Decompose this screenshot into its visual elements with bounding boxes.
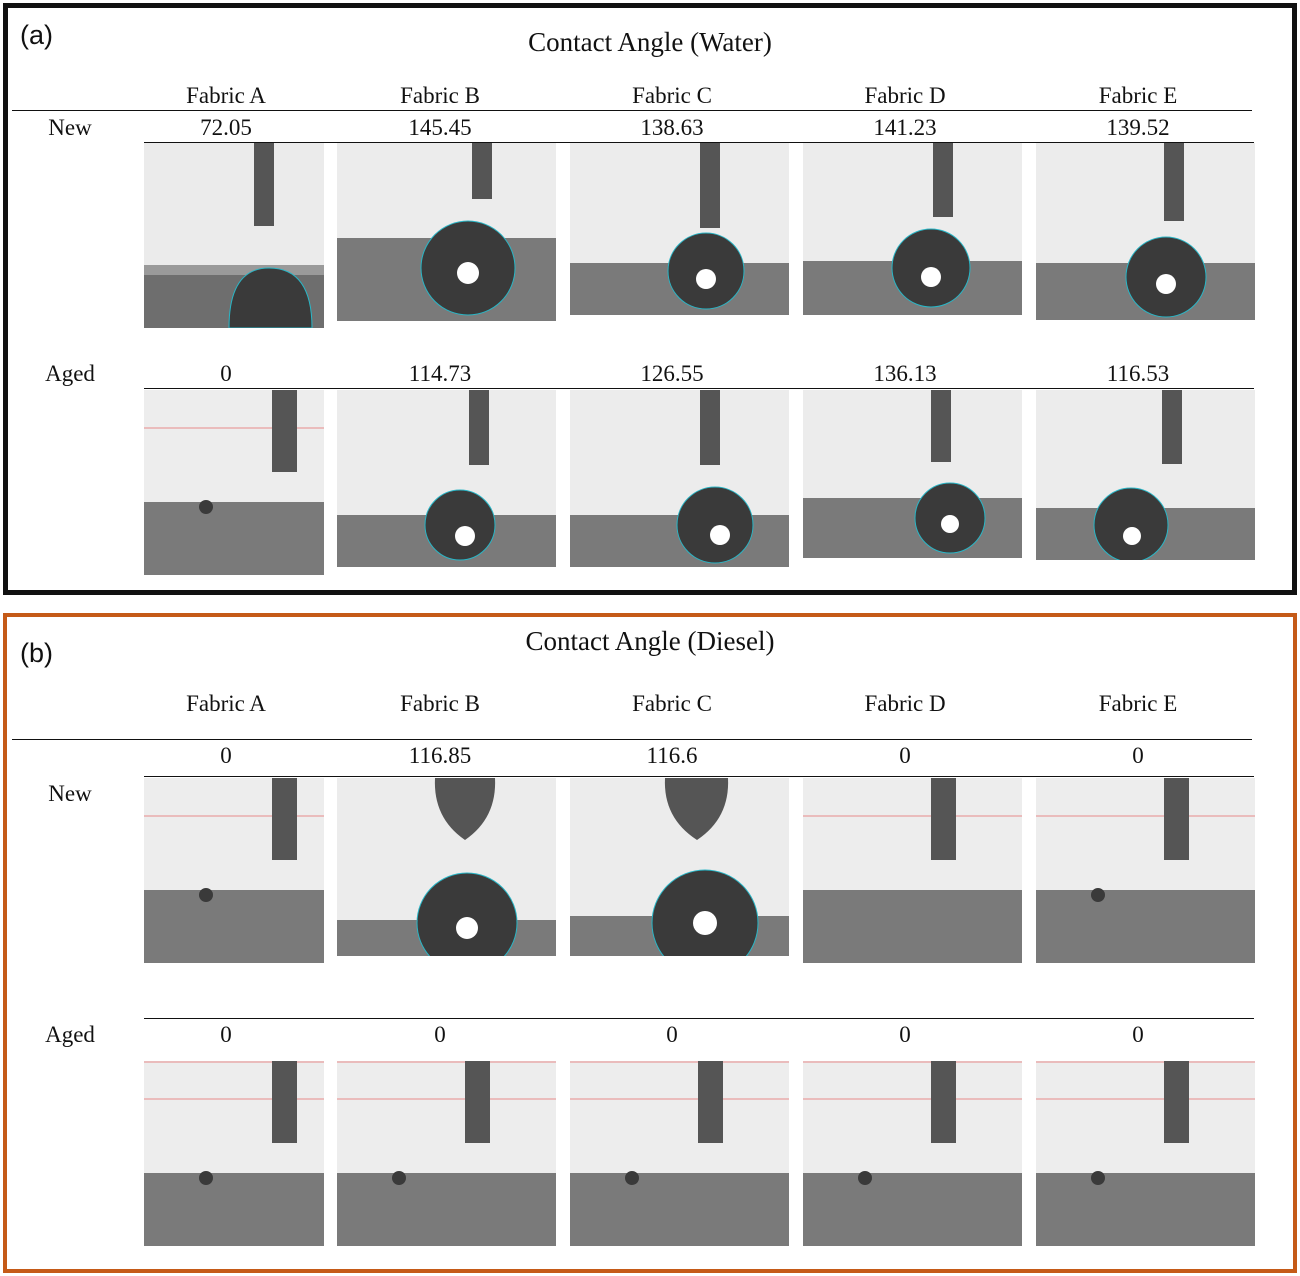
row-label-new: New: [48, 781, 92, 806]
value-aged-e: 0: [1132, 1022, 1144, 1047]
value-new-b: 116.85: [408, 743, 472, 768]
divider: [144, 388, 1254, 389]
value-aged-c: 0: [666, 1022, 678, 1047]
col-fabric-d: Fabric D: [864, 83, 946, 108]
droplet-image-water-aged-b: [337, 390, 556, 567]
value-aged-d: 136.13: [873, 361, 937, 386]
value-aged-d: 0: [899, 1022, 911, 1047]
col-fabric-a: Fabric A: [186, 691, 266, 716]
droplet-image-water-aged-d: [803, 390, 1022, 558]
value-aged-a: 0: [220, 361, 232, 386]
row-label-aged: Aged: [45, 1022, 95, 1047]
divider: [144, 776, 1254, 777]
droplet-image-diesel-aged-a: [144, 1061, 324, 1246]
droplet-image-diesel-new-a: [144, 778, 324, 963]
value-new-d: 141.23: [873, 115, 937, 140]
droplet-image-water-aged-a: [144, 390, 324, 575]
value-new-a: 72.05: [200, 115, 252, 140]
panel-water: [3, 3, 1297, 595]
col-fabric-b: Fabric B: [400, 691, 480, 716]
col-fabric-e: Fabric E: [1098, 691, 1178, 716]
panel-diesel: [3, 613, 1297, 1273]
value-aged-e: 116.53: [1106, 361, 1170, 386]
value-aged-a: 0: [220, 1022, 232, 1047]
col-fabric-d: Fabric D: [864, 691, 946, 716]
value-aged-b: 114.73: [408, 361, 472, 386]
droplet-image-water-new-b: [337, 143, 556, 321]
divider: [144, 142, 1254, 143]
droplet-image-water-aged-c: [570, 390, 789, 567]
droplet-image-water-new-a: [144, 143, 324, 328]
droplet-image-water-new-e: [1036, 143, 1255, 320]
value-new-c: 138.63: [640, 115, 704, 140]
value-aged-c: 126.55: [640, 361, 704, 386]
value-new-d: 0: [899, 743, 911, 768]
row-label-aged: Aged: [45, 361, 95, 386]
droplet-image-diesel-new-c: [570, 778, 789, 956]
value-new-b: 145.45: [408, 115, 472, 140]
divider: [144, 1018, 1254, 1019]
panel-b-title: Contact Angle (Diesel): [525, 626, 775, 656]
value-new-e: 139.52: [1106, 115, 1170, 140]
col-fabric-c: Fabric C: [632, 83, 712, 108]
droplet-image-water-aged-e: [1036, 390, 1255, 560]
droplet-image-diesel-aged-e: [1036, 1061, 1255, 1246]
panel-a-title: Contact Angle (Water): [528, 27, 772, 57]
droplet-image-diesel-new-d: [803, 778, 1022, 963]
droplet-image-water-new-c: [570, 143, 789, 315]
value-new-e: 0: [1132, 743, 1144, 768]
droplet-image-water-new-d: [803, 143, 1022, 315]
droplet-image-diesel-aged-c: [570, 1061, 789, 1246]
divider: [12, 110, 1252, 111]
col-fabric-c: Fabric C: [632, 691, 712, 716]
col-fabric-b: Fabric B: [400, 83, 480, 108]
col-fabric-a: Fabric A: [186, 83, 266, 108]
value-new-c: 116.6: [646, 743, 698, 768]
row-label-new: New: [48, 115, 92, 140]
droplet-image-diesel-aged-b: [337, 1061, 556, 1246]
value-aged-b: 0: [434, 1022, 446, 1047]
droplet-image-diesel-new-e: [1036, 778, 1255, 963]
droplet-image-diesel-new-b: [337, 778, 556, 956]
droplet-image-diesel-aged-d: [803, 1061, 1022, 1246]
panel-a-label: (a): [20, 20, 53, 50]
col-fabric-e: Fabric E: [1098, 83, 1178, 108]
value-new-a: 0: [220, 743, 232, 768]
divider: [12, 739, 1252, 740]
panel-b-label: (b): [20, 638, 53, 668]
